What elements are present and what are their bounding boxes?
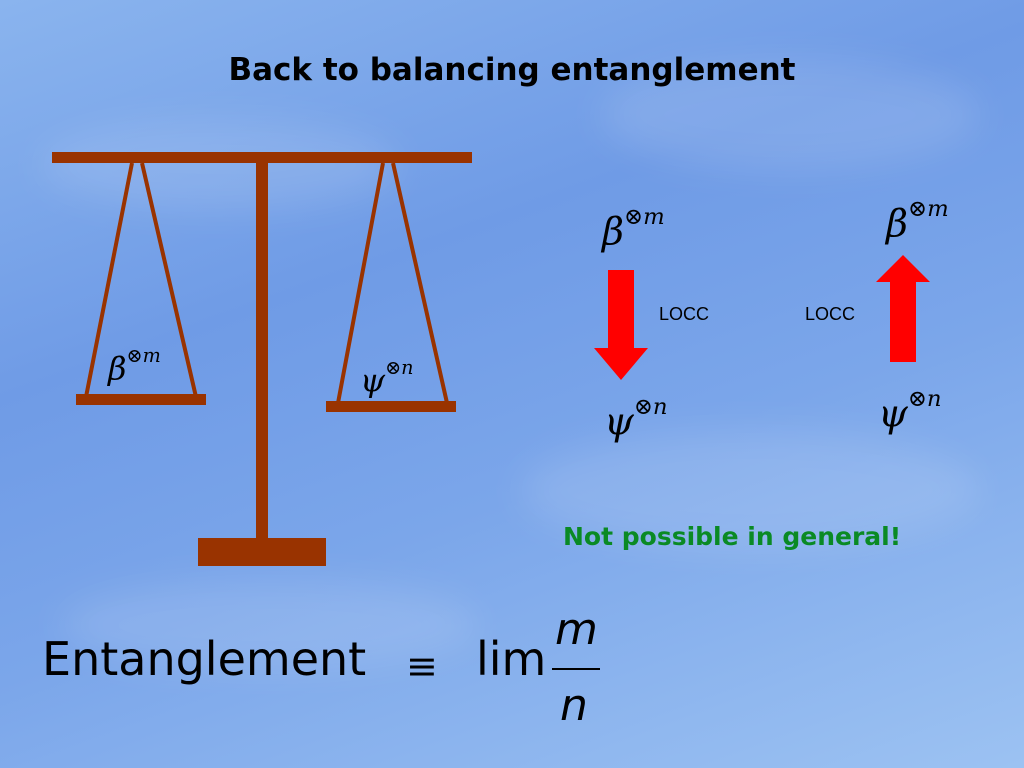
psi-symbol: ψ <box>360 361 386 400</box>
beta-symbol: β <box>602 209 624 254</box>
right-pan-string <box>336 162 385 404</box>
psi-symbol: ψ <box>604 399 634 444</box>
tensor-power-superscript: ⊗n <box>633 394 668 420</box>
tensor-power-superscript: ⊗m <box>623 204 665 230</box>
cloud-texture <box>600 60 980 170</box>
transform-right-bottom: ψ⊗n <box>878 386 942 436</box>
left-pan-label: β⊗m <box>108 344 161 387</box>
psi-symbol: ψ <box>878 391 908 436</box>
locc-label-left: LOCC <box>659 304 710 324</box>
transform-right-top: β⊗m <box>886 196 949 246</box>
cloud-texture <box>60 580 480 670</box>
right-pan-label: ψ⊗n <box>360 356 414 399</box>
beta-symbol: β <box>108 349 127 388</box>
not-possible-note: Not possible in general! <box>563 522 902 551</box>
equivalence-symbol: ≡ <box>406 644 438 688</box>
scale-post <box>256 160 268 545</box>
limit-operator: lim <box>476 632 547 686</box>
fraction-numerator: m <box>555 604 598 655</box>
transform-left-top: β⊗m <box>602 204 665 254</box>
scale-beam <box>52 152 472 163</box>
fraction-bar <box>552 668 600 670</box>
locc-down-arrow <box>594 270 648 380</box>
tensor-power-superscript: ⊗n <box>385 356 414 379</box>
slide-title: Back to balancing entanglement <box>228 52 796 88</box>
left-pan-string <box>140 162 198 398</box>
scale-base <box>198 538 326 566</box>
fraction-denominator: n <box>560 680 588 731</box>
formula-entanglement-word: Entanglement <box>42 632 367 686</box>
tensor-power-superscript: ⊗m <box>907 196 949 222</box>
beta-symbol: β <box>886 201 908 246</box>
left-pan-string <box>84 162 134 398</box>
tensor-power-superscript: ⊗m <box>126 344 161 367</box>
transform-left-bottom: ψ⊗n <box>604 394 668 444</box>
tensor-power-superscript: ⊗n <box>907 386 942 412</box>
left-pan <box>76 394 206 405</box>
cloud-texture <box>40 120 400 210</box>
right-pan <box>326 401 456 412</box>
right-pan-string <box>391 162 449 404</box>
locc-up-arrow <box>876 255 930 362</box>
locc-label-right: LOCC <box>805 304 856 324</box>
cloud-texture <box>520 430 980 550</box>
